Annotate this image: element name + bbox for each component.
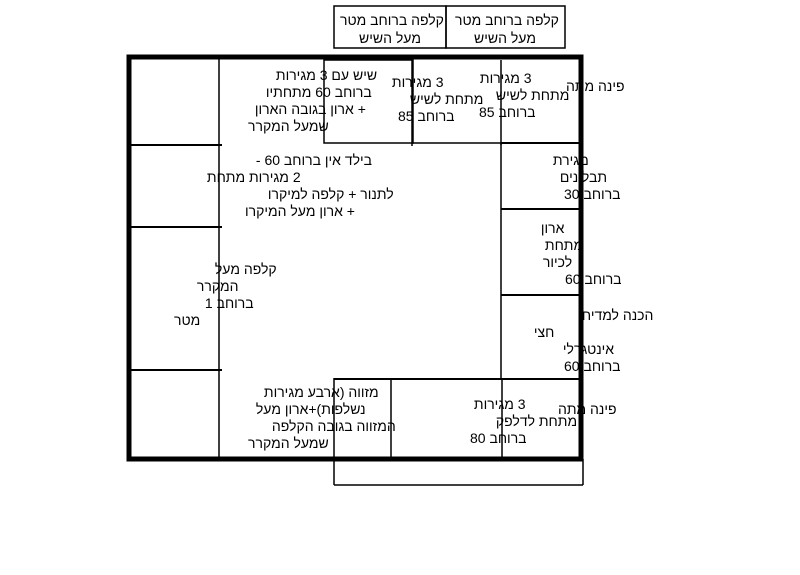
label-fridge-top: קלפה מעל המקרר ברוחב 1 מטר [174,261,277,328]
label-builtin-oven: בילד אין ברוחב 60 - 2 מגירות מתחת לתנור … [203,152,394,219]
label-counter-left-top: שיש עם 3 מגירות ברוחב 60 מתחתיו + ארון ב… [248,67,377,134]
overhead-cabinet-right-box [445,5,566,49]
label-overhead-cabinet-right: קלפה ברוחב מטר מעל השיש [451,12,559,46]
label-corner-bottom: פינה מתה [558,401,617,417]
label-drawers-sink-right: 3 מגירות מתחת לשיש ברוחב 85 [476,70,569,120]
label-sink-cabinet: ארון מתחת לכיור ברוחב 60 [537,220,622,287]
label-drawers-bin: 3 מגירות מתחת לדלפק ברוחב 80 [470,396,577,446]
interior-lines [129,57,581,459]
label-corner-top: פינה מתה [566,78,625,94]
label-spice-drawer: מגירת תבלינים ברוחב 30 [549,152,621,202]
label-pantry: מזווה (ארבע מגירות נשלפות)+ארון מעל המזו… [248,384,396,451]
labels: קלפה ברוחב מטר מעל השיש קלפה ברוחב מטר מ… [174,12,653,451]
bottom-extension [333,459,584,486]
label-dishwasher-prep: הכנה למדיח חצי אינטגרלי ברוחב 60 [530,307,653,374]
label-drawers-sink-left: 3 מגירות מתחת לשיש ברוחב 85 [388,74,483,124]
label-overhead-cabinet-left: קלפה ברוחב מטר מעל השיש [336,12,444,46]
kitchen-outer-wall [126,54,584,462]
overhead-cabinets-top [333,5,566,49]
